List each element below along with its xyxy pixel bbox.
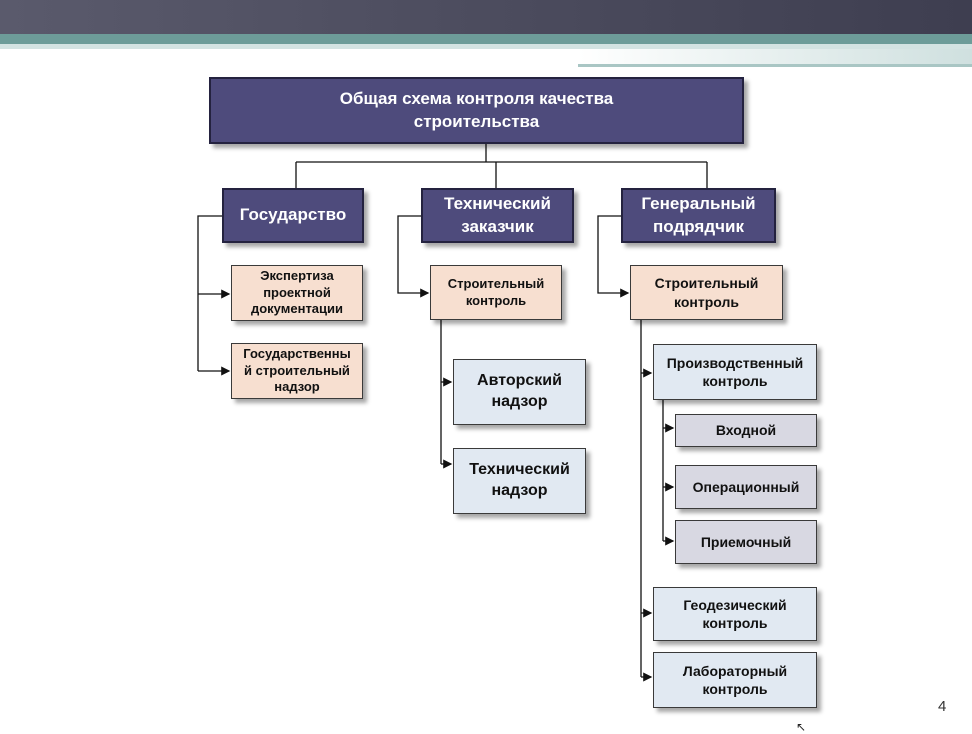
expertise-node: Экспертиза проектной документации: [231, 265, 363, 321]
laboratory-control-node: Лабораторный контроль: [653, 652, 817, 708]
header-band-light: [0, 44, 972, 49]
state-supervision-node: Государственны й строительный надзор: [231, 343, 363, 399]
mouse-cursor-icon: ↖: [796, 720, 807, 734]
technical-customer-node: Технический заказчик: [421, 188, 574, 243]
customer-construction-control-node: Строительный контроль: [430, 265, 562, 320]
technical-supervision-node: Технический надзор: [453, 448, 586, 514]
header-band-dark: [0, 0, 972, 34]
general-contractor-node: Генеральный подрядчик: [621, 188, 776, 243]
acceptance-control-node: Приемочный: [675, 520, 817, 564]
incoming-control-node: Входной: [675, 414, 817, 447]
contractor-construction-control-node: Строительный контроль: [630, 265, 783, 320]
author-supervision-node: Авторский надзор: [453, 359, 586, 425]
header-band-accent-line: [578, 64, 972, 67]
page-number: 4: [938, 698, 947, 715]
state-node: Государство: [222, 188, 364, 243]
geodetic-control-node: Геодезический контроль: [653, 587, 817, 641]
header-band-accent: [578, 49, 972, 64]
production-control-node: Производственный контроль: [653, 344, 817, 400]
diagram-title: Общая схема контроля качества строительс…: [209, 77, 744, 144]
operational-control-node: Операционный: [675, 465, 817, 509]
header-band-teal: [0, 34, 972, 44]
